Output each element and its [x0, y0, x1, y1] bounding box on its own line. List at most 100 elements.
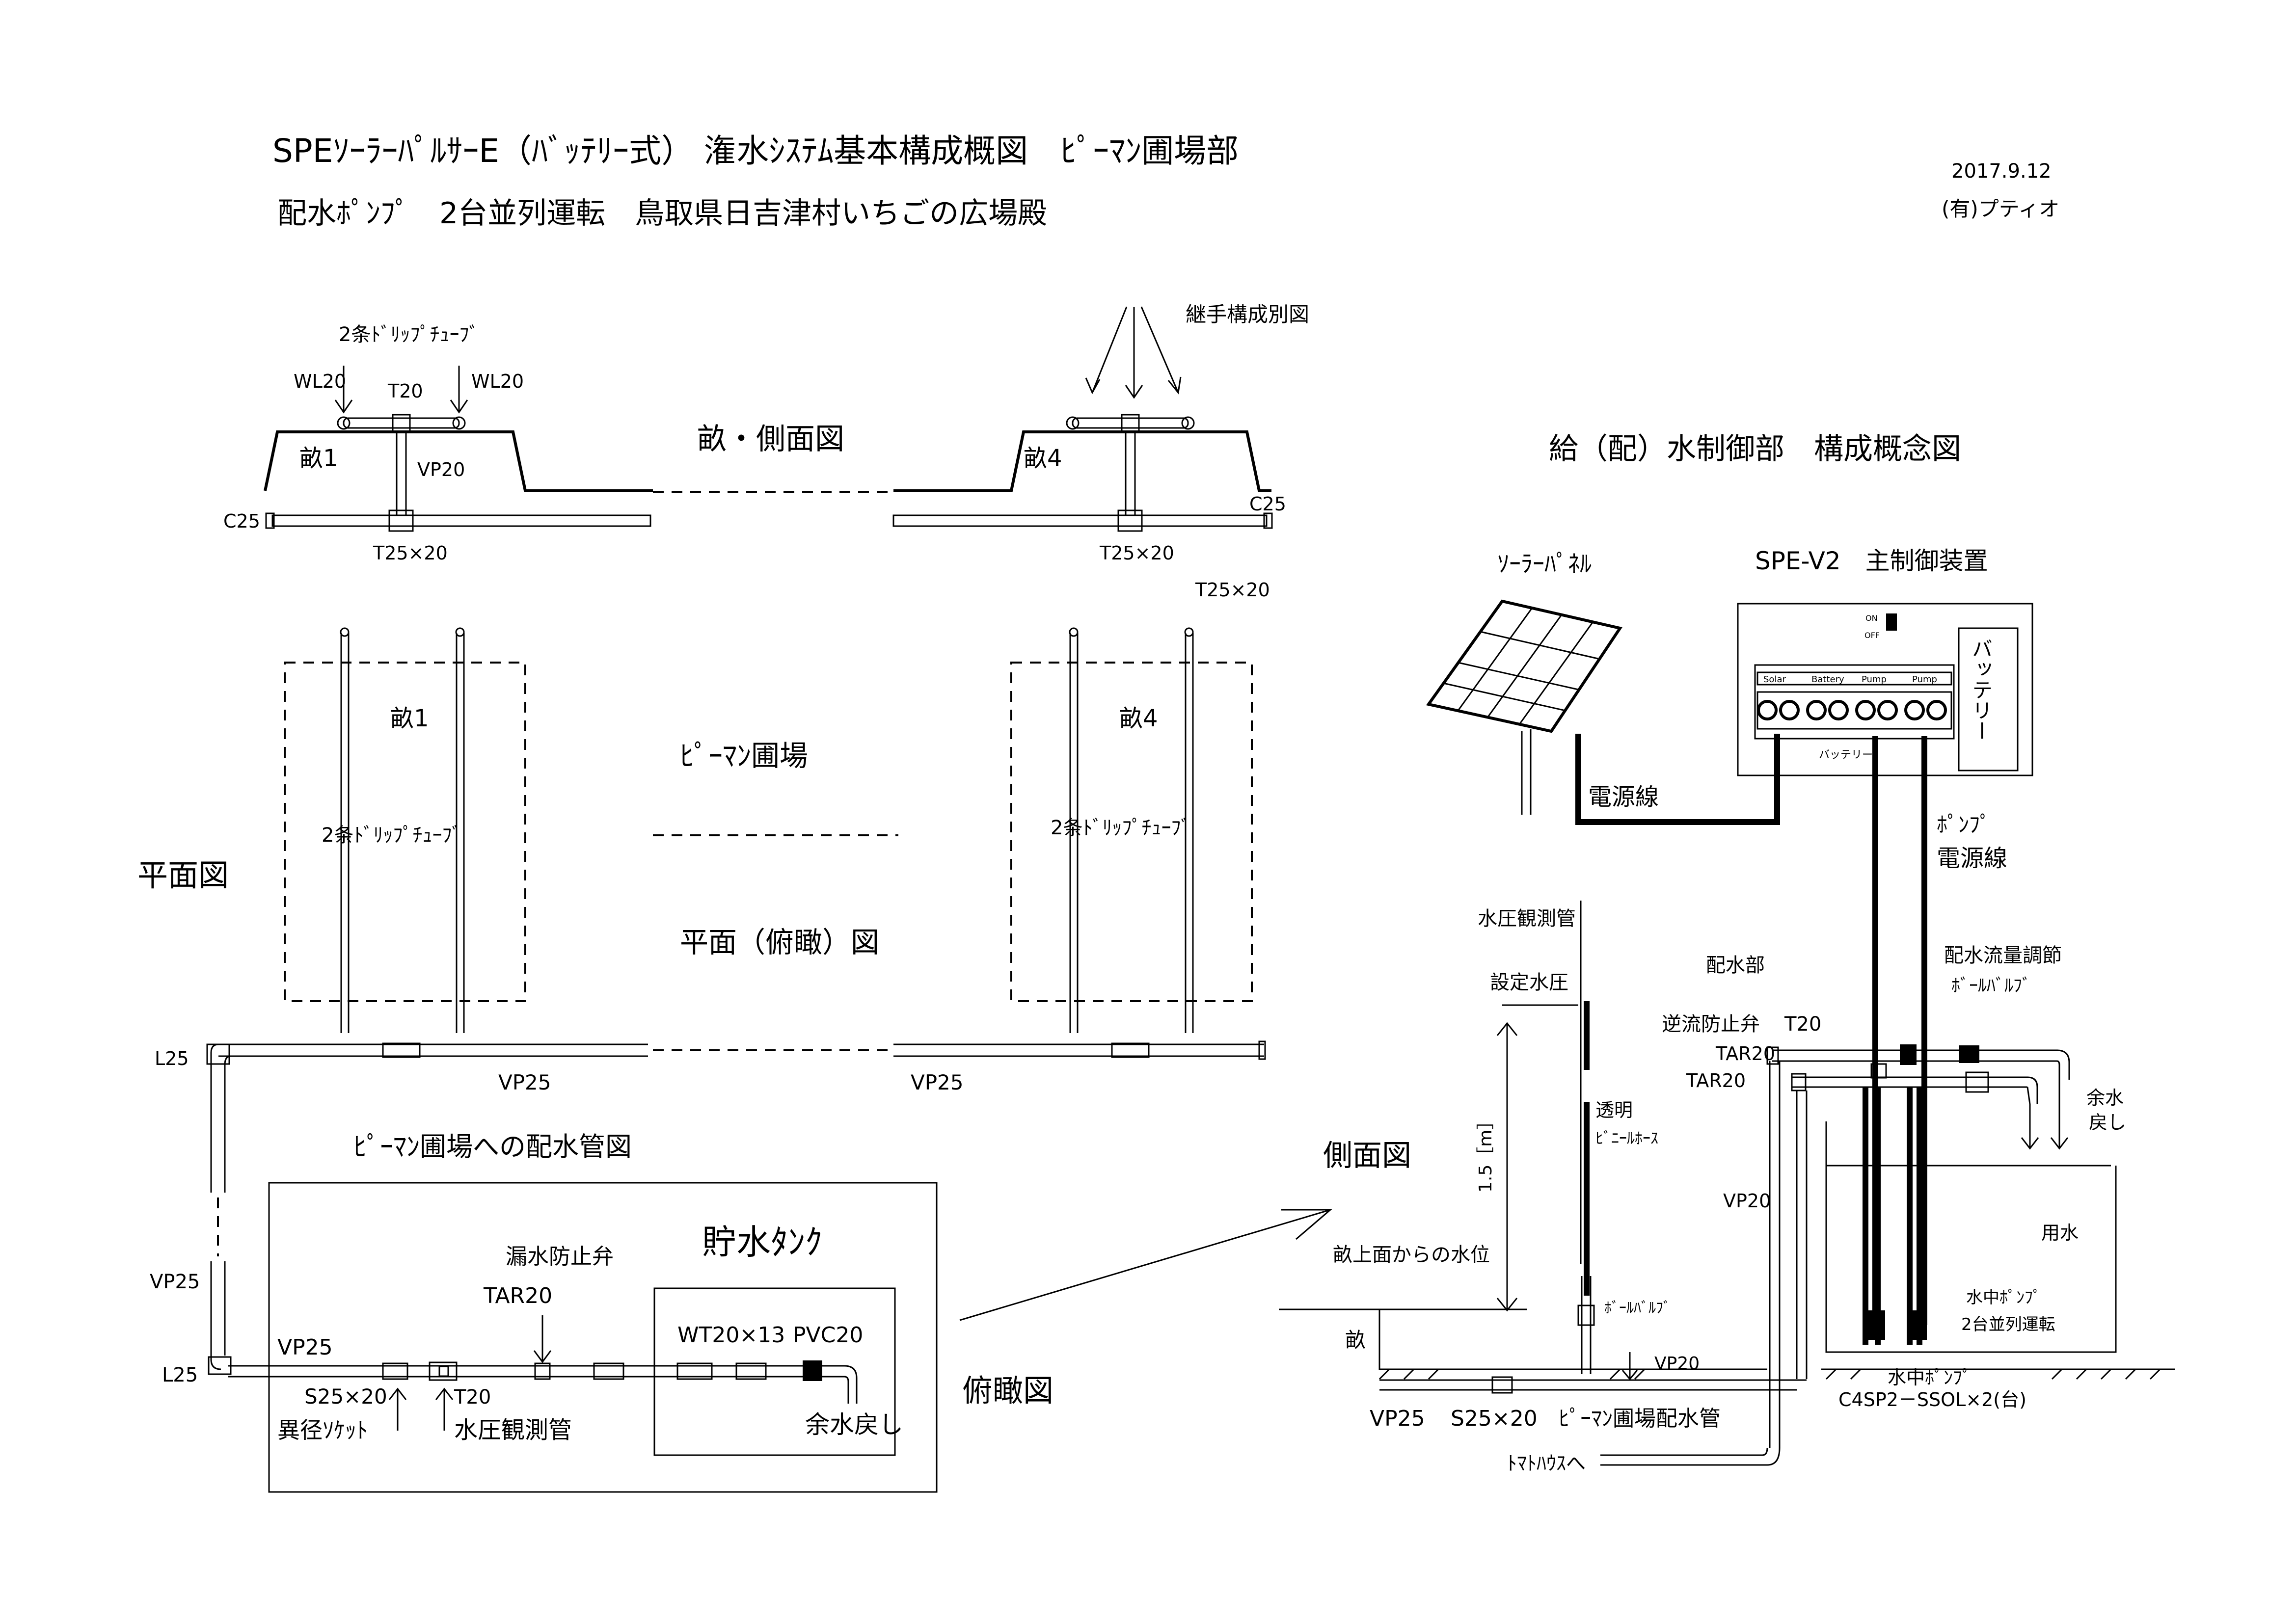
overflow-tank-label: 余水戻し — [805, 1410, 903, 1439]
set-pressure-label: 設定水圧 — [1490, 971, 1568, 994]
wl20-right-label: WL20 — [471, 371, 524, 392]
vp20-riser — [1379, 1061, 1808, 1466]
plan-bed-1 — [284, 627, 526, 1033]
side-view-title: 畝・側面図 — [697, 422, 844, 456]
supply-vertical-pipe — [208, 1168, 232, 1375]
terminal-battery: Battery — [1811, 674, 1844, 685]
c25-right-label: C25 — [1249, 493, 1286, 515]
l25-top-label: L25 — [155, 1048, 189, 1069]
to-tomato-label: ﾄﾏﾄﾊｳｽへ — [1507, 1452, 1586, 1475]
plan-title: 平面（俯瞰）図 — [680, 926, 879, 959]
drip-left-label: 2条ﾄﾞﾘｯﾌﾟﾁｭｰﾌﾞ — [322, 824, 461, 847]
tar20-tank-label: TAR20 — [483, 1283, 552, 1308]
solar-panel-label: ｿｰﾗｰﾊﾟﾈﾙ — [1497, 550, 1592, 578]
controller-battery-label: バッテリー — [1969, 638, 1993, 741]
view-arrow — [959, 1209, 1333, 1321]
main-pipe-label: ﾋﾟｰﾏﾝ圃場配水管 — [1559, 1406, 1721, 1431]
t25x20-left-label: T25×20 — [373, 542, 448, 564]
vp25-vertical-label: VP25 — [150, 1271, 200, 1293]
height-arrow — [1496, 1022, 1518, 1312]
gauge-tube-label: 水圧観測管 — [1478, 907, 1576, 930]
leak-valve-label: 漏水防止弁 — [506, 1244, 614, 1269]
distribution-manifold — [1766, 1044, 2070, 1105]
wl20-left-label: WL20 — [294, 371, 346, 392]
diagram-subtitle: 配水ﾎﾟﾝﾌﾟ 2台並列運転 鳥取県日吉津村いちごの広場殿 — [277, 196, 1047, 231]
overhead-label: 俯瞰図 — [962, 1373, 1053, 1409]
flow-adjust-label: 配水流量調節 — [1944, 944, 2062, 967]
water-level-label: 畝上面からの水位 — [1333, 1244, 1490, 1266]
distribution-label: 配水部 — [1706, 954, 1765, 977]
pump-model-label-2: C4SP2－SSOL×2(台) — [1838, 1389, 2026, 1410]
pump-label-2: 2台並列運転 — [1961, 1315, 2055, 1334]
gauge-tank-label: 水圧観測管 — [454, 1416, 572, 1444]
tank-inner-box — [653, 1287, 896, 1456]
c25-left-label: C25 — [223, 510, 260, 532]
company-label: (有)プティオ — [1942, 197, 2059, 221]
controller-label: SPE-V2 主制御装置 — [1755, 547, 1988, 575]
wt-label: WT20×13 — [677, 1323, 785, 1348]
t25x20-far-label: T25×20 — [1195, 579, 1270, 601]
pump-model-label-1: 水中ﾎﾟﾝﾌﾟ — [1888, 1367, 1972, 1388]
date-label: 2017.9.12 — [1951, 160, 2052, 183]
l25-bottom-label: L25 — [162, 1364, 198, 1386]
vp20-up-label: VP20 — [1723, 1190, 1771, 1212]
vp25-tank-label: VP25 — [277, 1335, 333, 1360]
power-cable — [1575, 734, 1780, 825]
ground-line — [1279, 1308, 2175, 1370]
water-tank — [1825, 1087, 2117, 1353]
check-valve-label: 逆流防止弁 — [1662, 1013, 1760, 1036]
tar20-a-label: TAR20 — [1715, 1043, 1775, 1064]
pump-line-label-2: 電源線 — [1937, 845, 2007, 872]
overflow-section-label-2: 戻し — [2089, 1112, 2126, 1133]
ground-hatch — [1378, 1368, 2161, 1380]
terminal-block: Solar Battery Pump Pump — [1756, 671, 1952, 720]
vp25-a-label: VP25 — [498, 1070, 551, 1094]
joint-note-label: 継手構成別図 — [1186, 302, 1309, 326]
terminal-pump-2: Pump — [1912, 674, 1937, 685]
tank-title: 貯水ﾀﾝｸ — [702, 1222, 822, 1262]
water-label: 用水 — [2041, 1222, 2079, 1244]
tank-pipe — [228, 1360, 858, 1404]
bed1-side-label: 畝1 — [299, 445, 338, 472]
s25-arrow — [388, 1387, 407, 1431]
clear-hose-label-1: 透明 — [1595, 1099, 1633, 1121]
bed-section-label: 畝 — [1345, 1328, 1366, 1352]
control-title: 給（配）水制御部 構成概念図 — [1549, 432, 1961, 466]
pump-line-label-1: ﾎﾟﾝﾌﾟ — [1937, 812, 1991, 837]
bed1-plan-label: 畝1 — [390, 705, 429, 732]
overflow-arrows — [2021, 1080, 2069, 1150]
drip-right-label: 2条ﾄﾞﾘｯﾌﾟﾁｭｰﾌﾞ — [1051, 817, 1190, 839]
gauge-tube — [1577, 901, 1595, 1374]
t20-arrow — [435, 1387, 454, 1431]
bed4-plan-label: 畝4 — [1119, 705, 1158, 732]
plan-bed-4 — [1010, 627, 1253, 1033]
reducer-label: 異径ｿｹｯﾄ — [277, 1417, 368, 1443]
s25x20-tank-label: S25×20 — [304, 1384, 387, 1409]
switch-on-label: ON — [1865, 613, 1878, 623]
terminal-solar: Solar — [1763, 674, 1786, 685]
solar-panel — [1426, 599, 1622, 815]
ball-valve-label: ﾎﾞｰﾙﾊﾞﾙﾌﾞ — [1604, 1300, 1671, 1317]
switch-off-label: OFF — [1864, 631, 1880, 640]
vp20-side-label: VP20 — [417, 459, 465, 480]
t20-section-label: T20 — [1784, 1013, 1821, 1036]
pvc-label: PVC20 — [793, 1323, 863, 1348]
plan-main-pipe — [206, 1040, 1266, 1168]
field-label: ﾋﾟｰﾏﾝ圃場 — [680, 739, 808, 772]
diagram-title: SPEｿｰﾗｰﾊﾟﾙｻｰE（ﾊﾞｯﾃﾘｰ式） 潅水ｼｽﾃﾑ基本構成概図 ﾋﾟｰﾏ… — [272, 132, 1239, 170]
bed4-side-label: 畝4 — [1024, 445, 1062, 472]
t20-side-label: T20 — [387, 380, 423, 402]
t25x20-right-label: T25×20 — [1099, 542, 1174, 564]
tar20-b-label: TAR20 — [1686, 1070, 1746, 1091]
plan-heading: 平面図 — [137, 857, 229, 893]
terminal-pump-1: Pump — [1862, 674, 1887, 685]
side-view-left — [264, 366, 653, 532]
vp25-section-label: VP25 — [1370, 1406, 1425, 1431]
side-label: 側面図 — [1323, 1139, 1411, 1173]
vp20-low-arrow — [1621, 1352, 1638, 1381]
t20-tank-label: T20 — [454, 1386, 491, 1409]
side-view-right — [892, 306, 1273, 532]
drip-tube-label: 2条ﾄﾞﾘｯﾌﾟﾁｭｰﾌﾞ — [339, 323, 479, 346]
leak-valve-arrow — [533, 1315, 552, 1363]
